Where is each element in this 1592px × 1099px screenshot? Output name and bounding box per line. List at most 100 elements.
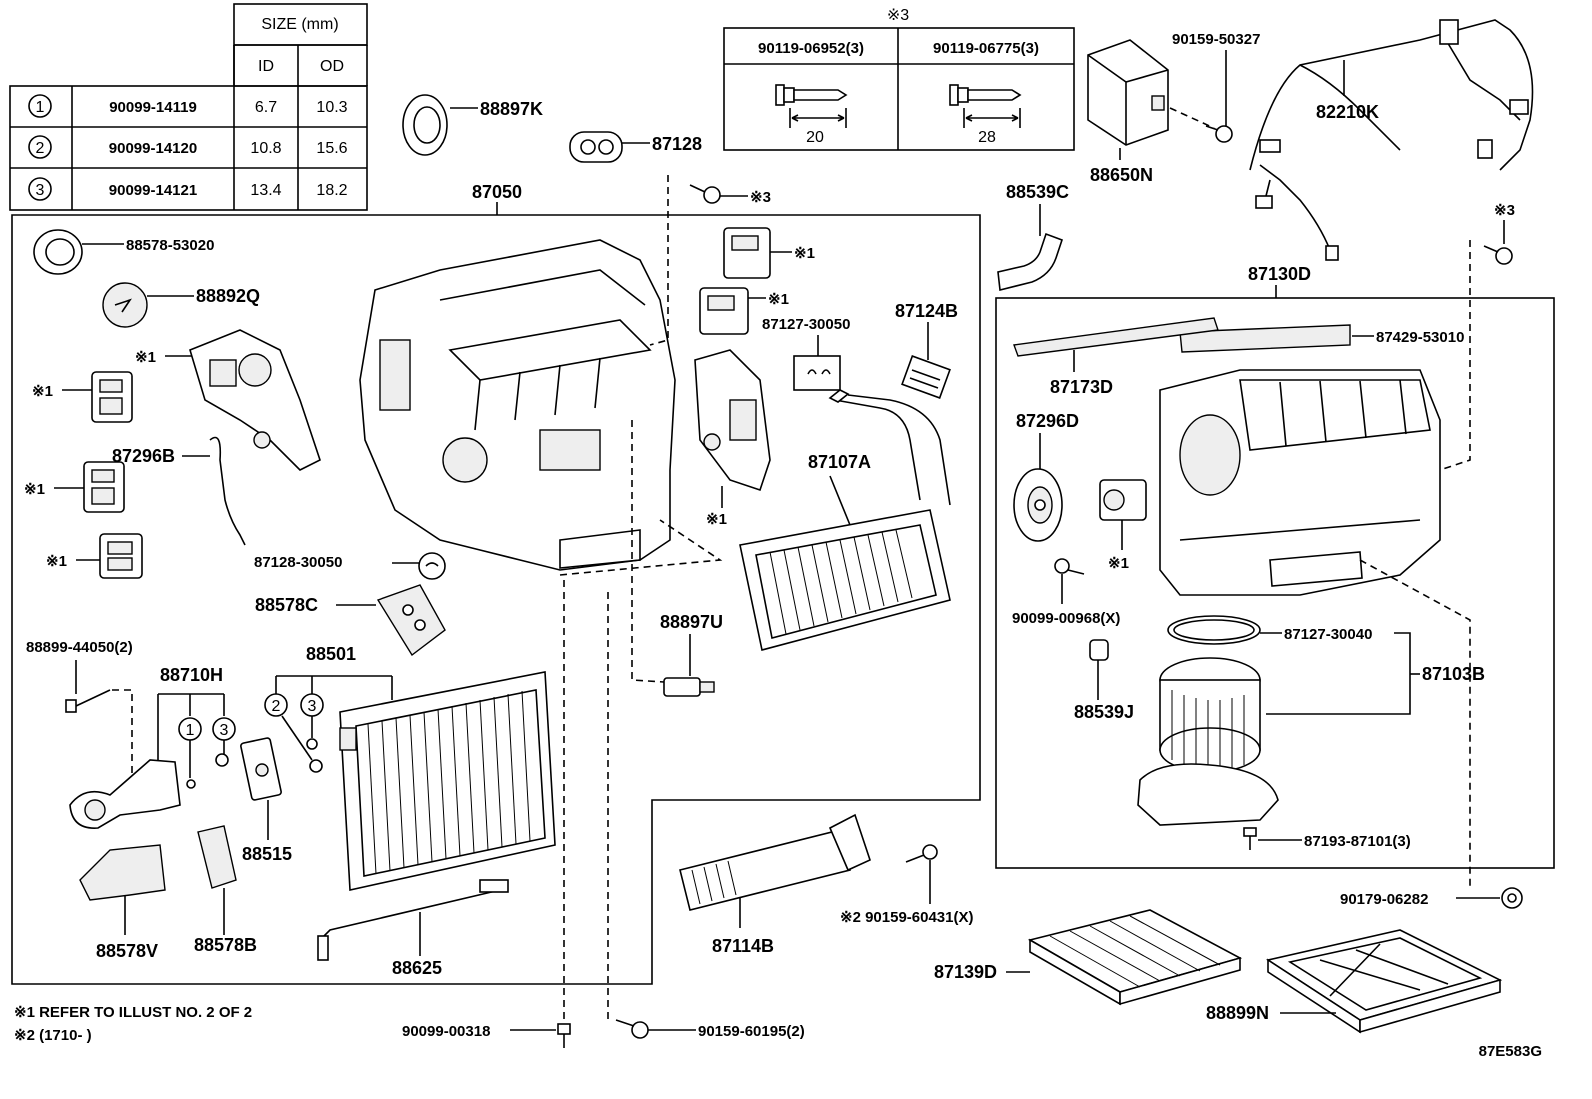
note-mark: ※1 — [706, 511, 727, 528]
seal-plug — [418, 552, 446, 580]
screw-icon — [775, 84, 848, 128]
size-table-od: 10.3 — [316, 99, 347, 116]
label-87127-30050: 87127-30050 — [762, 316, 850, 333]
note-mark: ※1 — [24, 481, 45, 498]
heater-core — [739, 389, 951, 651]
label-88578V: 88578V — [96, 941, 158, 961]
evaporator-fins — [367, 690, 531, 875]
mode-actuator — [694, 349, 771, 492]
screw-icon — [1205, 125, 1233, 143]
note-mark: ※1 — [1108, 555, 1129, 572]
o-ring-ref: 1 — [186, 722, 195, 739]
cushion-ring — [33, 229, 83, 275]
label-87173D: 87173D — [1050, 377, 1113, 397]
size-table-od-header: OD — [320, 58, 344, 75]
size-table-ref: 1 — [36, 99, 45, 116]
note-mark: ※1 — [32, 383, 53, 400]
o-ring-ref: 3 — [308, 698, 317, 715]
note-mark: ※3 — [1494, 202, 1515, 219]
expansion-valve — [69, 759, 181, 829]
size-table-title: SIZE (mm) — [261, 16, 338, 33]
nut-icon — [1501, 887, 1523, 909]
control-module — [1087, 39, 1169, 146]
damper-actuator — [91, 371, 133, 423]
screw-table-note: ※3 — [887, 7, 909, 24]
insulator — [79, 844, 166, 901]
size-table-id: 10.8 — [250, 140, 281, 157]
note-1: ※1 REFER TO ILLUST NO. 2 OF 2 — [14, 1004, 252, 1021]
label-87050: 87050 — [472, 182, 522, 202]
label-87107A: 87107A — [808, 452, 871, 472]
label-87124B: 87124B — [895, 301, 958, 321]
label-88892Q: 88892Q — [196, 286, 260, 306]
label-90159-60195: 90159-60195(2) — [698, 1023, 805, 1040]
label-88650N: 88650N — [1090, 165, 1153, 185]
label-88539J: 88539J — [1074, 702, 1134, 722]
clamp — [901, 355, 951, 399]
size-table-part: 90099-14120 — [109, 140, 197, 157]
damper-actuator — [1099, 479, 1147, 521]
note-mark: ※1 — [46, 553, 67, 570]
illustration-code: 87E583G — [1479, 1043, 1542, 1060]
size-table-id-header: ID — [258, 58, 274, 75]
label-87103B: 87103B — [1422, 664, 1485, 684]
gasket-ring — [1167, 615, 1261, 645]
label-88515: 88515 — [242, 844, 292, 864]
label-87429-53010: 87429-53010 — [1376, 329, 1464, 346]
label-87114B: 87114B — [712, 936, 774, 956]
screw-table-part: 90119-06775(3) — [933, 40, 1039, 57]
aspirator-hose — [209, 436, 246, 546]
screw-length: 28 — [978, 129, 996, 146]
seal-ring — [402, 94, 448, 156]
filter-cover — [1013, 317, 1219, 357]
label-88625: 88625 — [392, 958, 442, 978]
bolt-icon — [557, 1023, 571, 1048]
cap — [102, 282, 148, 328]
assembly-frame-87050 — [11, 214, 981, 985]
label-87139D: 87139D — [934, 962, 997, 982]
label-90099-00968: 90099-00968(X) — [1012, 610, 1120, 627]
core-fins — [769, 529, 913, 635]
label-87130D: 87130D — [1248, 264, 1311, 284]
label-88899-44050: 88899-44050(2) — [26, 639, 133, 656]
label-88897K: 88897K — [480, 99, 543, 119]
seal-strip — [1179, 324, 1351, 353]
drain-hose — [997, 232, 1064, 291]
label-90159-60431: ※2 90159-60431(X) — [840, 909, 974, 926]
label-88578B: 88578B — [194, 935, 257, 955]
damper-actuator — [723, 227, 771, 279]
screw-length: 20 — [806, 129, 824, 146]
size-table-id: 13.4 — [250, 182, 281, 199]
note-mark: ※3 — [750, 189, 771, 206]
blower-motor — [1137, 657, 1279, 826]
label-90179-06282: 90179-06282 — [1340, 891, 1428, 908]
screw-icon — [615, 1019, 649, 1039]
label-88578-53020: 88578-53020 — [126, 237, 214, 254]
label-88578C: 88578C — [255, 595, 318, 615]
size-table-ref: 3 — [36, 182, 45, 199]
screw-icon — [1054, 558, 1085, 575]
insulator — [197, 825, 237, 889]
ptc-heater — [679, 813, 871, 911]
bolt-icon — [689, 184, 721, 204]
size-table-ref: 2 — [36, 140, 45, 157]
label-87127-30040: 87127-30040 — [1284, 626, 1372, 643]
label-88897U: 88897U — [660, 612, 723, 632]
screw-icon — [1243, 827, 1257, 850]
label-90099-00318: 90099-00318 — [402, 1023, 490, 1040]
grommet — [1089, 639, 1109, 661]
note-mark: ※1 — [794, 245, 815, 262]
label-87296B: 87296B — [112, 446, 175, 466]
size-table-part: 90099-14119 — [109, 99, 197, 116]
wire-harness — [1249, 19, 1534, 261]
filter-tray — [1265, 929, 1503, 1034]
screw-table-part: 90119-06952(3) — [758, 40, 864, 57]
label-87128-30050: 87128-30050 — [254, 554, 342, 571]
label-82210K: 82210K — [1316, 102, 1379, 122]
size-table-od: 18.2 — [316, 182, 347, 199]
temp-sensor-wire — [317, 879, 509, 961]
note-mark: ※1 — [768, 291, 789, 308]
label-87296D: 87296D — [1016, 411, 1079, 431]
o-ring-ref: 2 — [272, 698, 281, 715]
